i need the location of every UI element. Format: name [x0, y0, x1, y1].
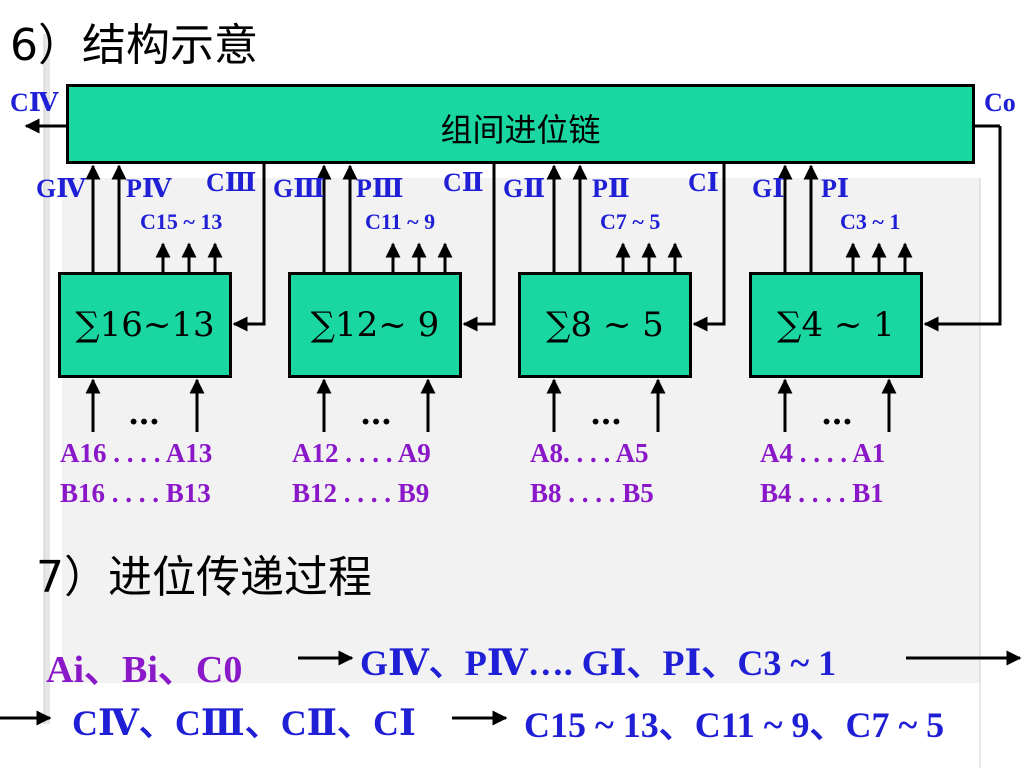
- adder-group-4-label: ∑4 ~ 1: [777, 305, 895, 345]
- adder-group-1: ∑16~13: [58, 272, 232, 378]
- group-2-internal-carry-label: C11 ~ 9: [365, 209, 436, 234]
- group-1-internal-carry-label: C15 ~ 13: [140, 209, 223, 234]
- group-1-a-range: A16 . . . . A13: [60, 438, 213, 468]
- group-4-g-label: GⅠ: [752, 174, 785, 203]
- group-4-b-range: B4 . . . . B1: [760, 478, 884, 508]
- group-2-a-range: A12 . . . . A9: [292, 438, 431, 468]
- process-step-group-carries: CⅣ、CⅢ、CⅡ、CⅠ: [72, 703, 416, 743]
- group-2-g-label: GⅢ: [273, 174, 325, 203]
- carry-chain-label: 组间进位链: [440, 111, 601, 149]
- group-2-dots: …: [360, 394, 392, 432]
- process-step-internal-carries: C15 ~ 13、C11 ~ 9、C7 ~ 5: [524, 705, 945, 745]
- group-1-p-label: PⅣ: [126, 174, 172, 203]
- group-3-internal-carry-label: C7 ~ 5: [600, 209, 661, 234]
- group-1-g-label: GⅣ: [36, 174, 86, 203]
- process-step-group-gp: GⅣ、PⅣ…. GⅠ、PⅠ、C3 ~ 1: [360, 643, 837, 683]
- adder-group-3: ∑8 ~ 5: [518, 272, 692, 378]
- group-3-a-range: A8. . . . A5: [530, 438, 649, 468]
- group-4-dots: …: [821, 394, 853, 432]
- group-3-b-range: B8 . . . . B5: [530, 478, 654, 508]
- group-3-p-label: PⅡ: [592, 174, 630, 203]
- inter-group-carry-chain: 组间进位链: [66, 84, 975, 164]
- group-1-b-range: B16 . . . . B13: [60, 478, 211, 508]
- process-step-inputs: Ai、Bi、C0: [46, 649, 243, 691]
- group-4-a-range: A4 . . . . A1: [760, 438, 886, 468]
- chain-carry-out-label: CⅣ: [10, 88, 59, 117]
- adder-group-2: ∑12~ 9: [288, 272, 462, 378]
- group-1-carry-in-label: CⅢ: [206, 168, 257, 197]
- adder-group-3-label: ∑8 ~ 5: [546, 305, 664, 345]
- group-4-p-label: PⅠ: [821, 174, 850, 203]
- chain-carry-in-label: Co: [984, 88, 1016, 117]
- group-2-p-label: PⅢ: [356, 174, 404, 203]
- group-1-dots: …: [128, 394, 160, 432]
- group-4-internal-carry-label: C3 ~ 1: [840, 209, 901, 234]
- section-heading-structure: 6）结构示意: [10, 20, 258, 71]
- group-3-carry-in-label: CⅠ: [688, 168, 719, 197]
- group-3-g-label: GⅡ: [503, 174, 546, 203]
- adder-group-2-label: ∑12~ 9: [310, 305, 440, 345]
- adder-group-1-label: ∑16~13: [75, 305, 215, 345]
- section-heading-carry-process: 7）进位传递过程: [36, 552, 372, 603]
- group-2-b-range: B12 . . . . B9: [292, 478, 430, 508]
- group-2-carry-in-label: CⅡ: [443, 168, 484, 197]
- group-3-dots: …: [590, 394, 622, 432]
- adder-group-4: ∑4 ~ 1: [749, 272, 923, 378]
